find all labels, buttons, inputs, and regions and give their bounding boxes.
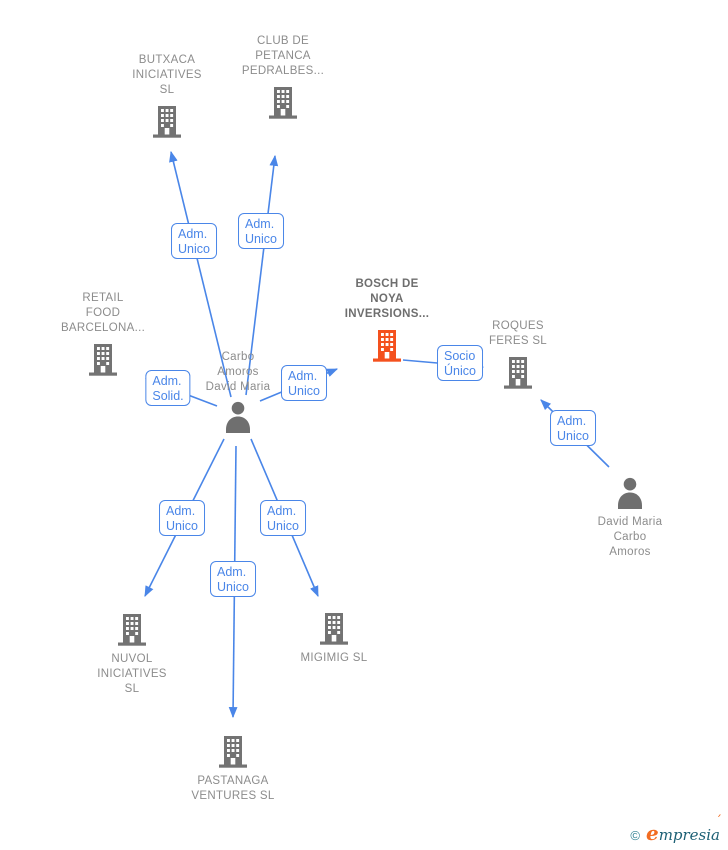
node-label: Carbo Amoros David Maria <box>205 351 271 393</box>
node-pastanaga-ventures[interactable]: PASTANAGA VENTURES SL <box>158 733 308 804</box>
building-icon <box>118 614 146 646</box>
node-label: ROQUES FERES SL <box>488 320 547 347</box>
edge-label-adm-solid-retail: Adm. Solid. <box>145 370 191 406</box>
edge-label-socio-unico-roques: Socio Único <box>437 345 483 381</box>
logo-rest: mpresia <box>658 826 720 844</box>
node-nuvol-iniciatives[interactable]: NUVOL INICIATIVES SL <box>57 611 207 697</box>
building-icon <box>269 87 297 119</box>
node-bosch-de-noya-inversions[interactable]: BOSCH DE NOYA INVERSIONS... <box>312 277 462 363</box>
node-label: CLUB DE PETANCA PEDRALBES... <box>241 35 325 77</box>
building-icon <box>89 344 117 376</box>
edge-label-adm-unico-roques: Adm. Unico <box>550 410 596 446</box>
person-icon <box>226 401 250 433</box>
empresia-logo: empresia´ <box>645 814 722 845</box>
edge-label-adm-unico-butxaca: Adm. Unico <box>171 223 217 259</box>
building-icon <box>219 736 247 768</box>
edge-label-adm-unico-bosch: Adm. Unico <box>281 365 327 401</box>
edge-label-adm-unico-migimig: Adm. Unico <box>260 500 306 536</box>
node-david-maria-carbo-amoros[interactable]: David Maria Carbo Amoros <box>555 476 705 560</box>
edge-label-adm-unico-nuvol: Adm. Unico <box>159 500 205 536</box>
node-carbo-amoros-david-maria[interactable]: Carbo Amoros David Maria <box>163 350 313 434</box>
building-icon <box>320 613 348 645</box>
node-label: NUVOL INICIATIVES SL <box>97 653 167 695</box>
node-retail-food-barcelona[interactable]: RETAIL FOOD BARCELONA... <box>28 291 178 377</box>
building-icon <box>373 330 401 362</box>
node-roques-feres[interactable]: ROQUES FERES SL <box>443 319 593 390</box>
node-label: BUTXACA INICIATIVES SL <box>132 54 202 96</box>
logo-initial: e <box>645 821 659 845</box>
node-club-de-petanca[interactable]: CLUB DE PETANCA PEDRALBES... <box>208 34 358 120</box>
edge-carbo-butxaca <box>169 150 232 398</box>
building-icon <box>504 357 532 389</box>
node-label: MIGIMIG SL <box>300 652 368 664</box>
node-label: RETAIL FOOD BARCELONA... <box>60 292 146 334</box>
node-migimig[interactable]: MIGIMIG SL <box>259 610 409 666</box>
edge-label-adm-unico-club: Adm. Unico <box>238 213 284 249</box>
building-icon <box>153 106 181 138</box>
logo-accent: ´ <box>715 814 723 829</box>
node-butxaca-iniciatives[interactable]: BUTXACA INICIATIVES SL <box>92 53 242 139</box>
person-icon <box>618 477 642 509</box>
node-label: David Maria Carbo Amoros <box>597 516 663 558</box>
node-label: BOSCH DE NOYA INVERSIONS... <box>344 278 430 320</box>
brand-footer[interactable]: © empresia´ <box>630 814 722 845</box>
edge-label-adm-unico-pastanaga: Adm. Unico <box>210 561 256 597</box>
edge-carbo-club <box>245 154 279 396</box>
node-label: PASTANAGA VENTURES SL <box>191 775 275 802</box>
copyright-symbol: © <box>630 828 640 843</box>
